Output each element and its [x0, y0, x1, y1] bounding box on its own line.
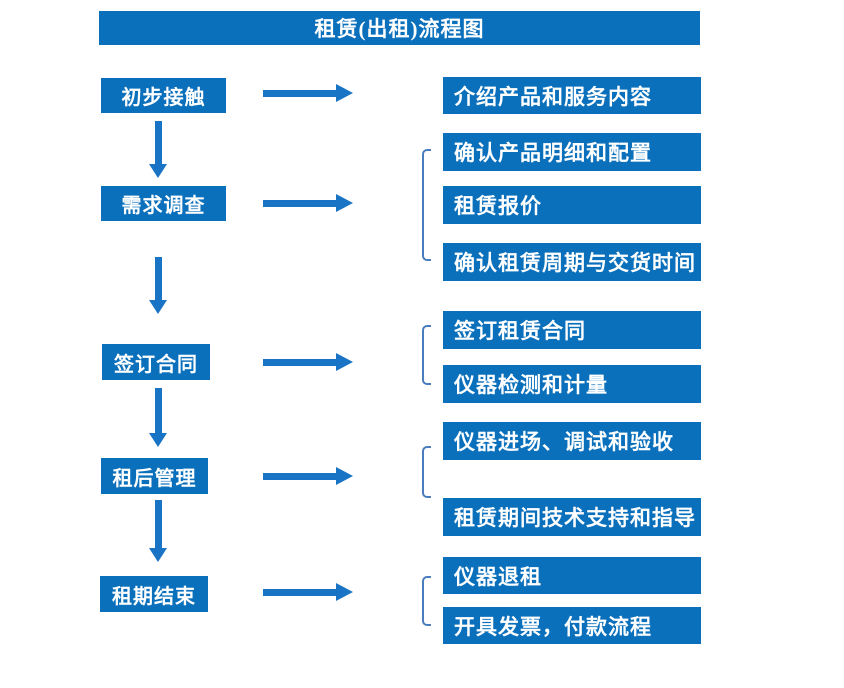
arrow-head [149, 433, 167, 447]
arrow-shaft [263, 90, 336, 97]
step-box-post-rental-management: 租后管理 [101, 458, 208, 494]
arrow-right-icon [263, 583, 353, 601]
bracket [422, 325, 431, 385]
arrow-head [336, 84, 353, 102]
output-box: 租赁报价 [443, 186, 701, 224]
arrow-shaft [263, 359, 336, 366]
arrow-head [336, 583, 353, 601]
bracket [422, 576, 431, 626]
arrow-shaft [263, 473, 336, 480]
output-box: 确认租赁周期与交货时间 [443, 243, 701, 281]
arrow-shaft [155, 500, 162, 549]
arrow-head [149, 300, 167, 314]
step-box-demand-survey: 需求调查 [101, 186, 226, 221]
output-box: 仪器检测和计量 [443, 365, 701, 403]
arrow-down-icon [149, 257, 167, 314]
arrow-shaft [155, 257, 162, 301]
output-box: 签订租赁合同 [443, 311, 701, 349]
arrow-shaft [263, 589, 336, 596]
step-box-sign-contract: 签订合同 [102, 344, 210, 380]
arrow-down-icon [149, 500, 167, 562]
output-box: 仪器退租 [443, 557, 701, 594]
arrow-down-icon [149, 388, 167, 447]
arrow-head [149, 164, 167, 178]
output-box: 开具发票，付款流程 [443, 607, 701, 644]
arrow-right-icon [263, 353, 353, 371]
arrow-head [149, 548, 167, 562]
output-box: 租赁期间技术支持和指导 [443, 498, 701, 536]
diagram-title: 租赁(出租)流程图 [99, 11, 700, 45]
arrow-head [336, 353, 353, 371]
output-box: 仪器进场、调试和验收 [443, 422, 701, 460]
output-box: 介绍产品和服务内容 [443, 77, 701, 114]
arrow-shaft [155, 388, 162, 434]
step-box-rental-end: 租期结束 [100, 576, 208, 612]
arrow-shaft [155, 121, 162, 165]
arrow-right-icon [263, 467, 353, 485]
arrow-right-icon [263, 84, 353, 102]
arrow-head [336, 194, 353, 212]
step-box-initial-contact: 初步接触 [101, 78, 226, 113]
arrow-shaft [263, 200, 336, 207]
arrow-right-icon [263, 194, 353, 212]
bracket [422, 446, 431, 498]
bracket [422, 149, 431, 261]
arrow-down-icon [149, 121, 167, 178]
output-box: 确认产品明细和配置 [443, 133, 701, 171]
arrow-head [336, 467, 353, 485]
